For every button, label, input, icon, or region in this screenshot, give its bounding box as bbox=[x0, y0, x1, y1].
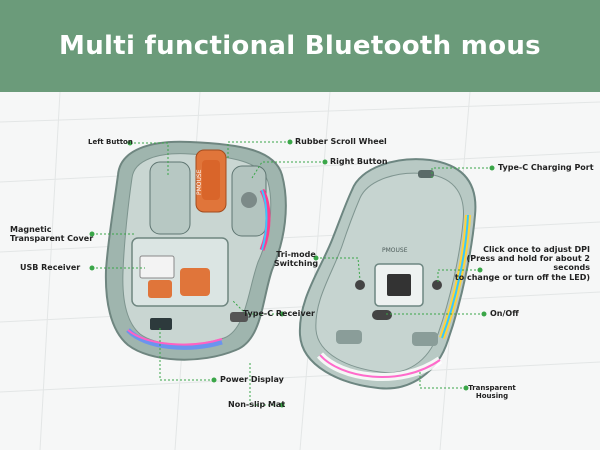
transparent-line2: Housing bbox=[475, 392, 509, 401]
dpi-line1: Click once to adjust DPI bbox=[483, 245, 590, 254]
brand-text-open: PMOUSE bbox=[196, 169, 203, 195]
type-c-charging-port-label: Type-C Charging Port bbox=[498, 163, 594, 172]
dpi-line3: to change or turn off the LED) bbox=[454, 272, 590, 282]
dpi-button-label: Click once to adjust DPI (Press and hold… bbox=[430, 245, 590, 282]
leader-dots bbox=[89, 139, 495, 408]
rubber-scroll-wheel-label: Rubber Scroll Wheel bbox=[295, 137, 387, 146]
left-button-label: Left Button bbox=[88, 138, 133, 146]
magnetic-cover-line1: Magnetic bbox=[10, 225, 52, 234]
dpi-line2: (Press and hold for about 2 seconds bbox=[466, 254, 590, 273]
right-button-label: Right Button bbox=[330, 157, 388, 166]
product-image-area bbox=[0, 92, 600, 450]
non-slip-mat-label: Non-slip Mat bbox=[228, 400, 286, 409]
power-display-label: Power Display bbox=[220, 375, 284, 384]
magnetic-transparent-cover-label: Magnetic Transparent Cover bbox=[10, 225, 100, 243]
transparent-line1: Transparent bbox=[468, 384, 516, 392]
tri-mode-line2: Switching bbox=[273, 259, 319, 269]
magnetic-cover-line2: Transparent Cover bbox=[10, 234, 94, 244]
transparent-housing-label: Transparent Housing bbox=[462, 384, 522, 400]
open-mouse-illustration: PMOUSE bbox=[104, 140, 287, 361]
usb-receiver-label: USB Receiver bbox=[20, 263, 81, 272]
leader-lines bbox=[92, 141, 492, 406]
on-off-label: On/Off bbox=[490, 309, 519, 318]
bottom-mouse-illustration: PMOUSE bbox=[298, 158, 477, 390]
tri-mode-line1: Tri-mode bbox=[276, 250, 316, 259]
title-banner bbox=[0, 0, 600, 92]
type-c-receiver-label: Type-C Receiver bbox=[243, 309, 315, 318]
tri-mode-switching-label: Tri-mode Switching bbox=[268, 250, 324, 268]
banner-title: Multi functional Bluetooth mous bbox=[59, 31, 541, 61]
brand-text-bottom: PMOUSE bbox=[382, 247, 408, 254]
